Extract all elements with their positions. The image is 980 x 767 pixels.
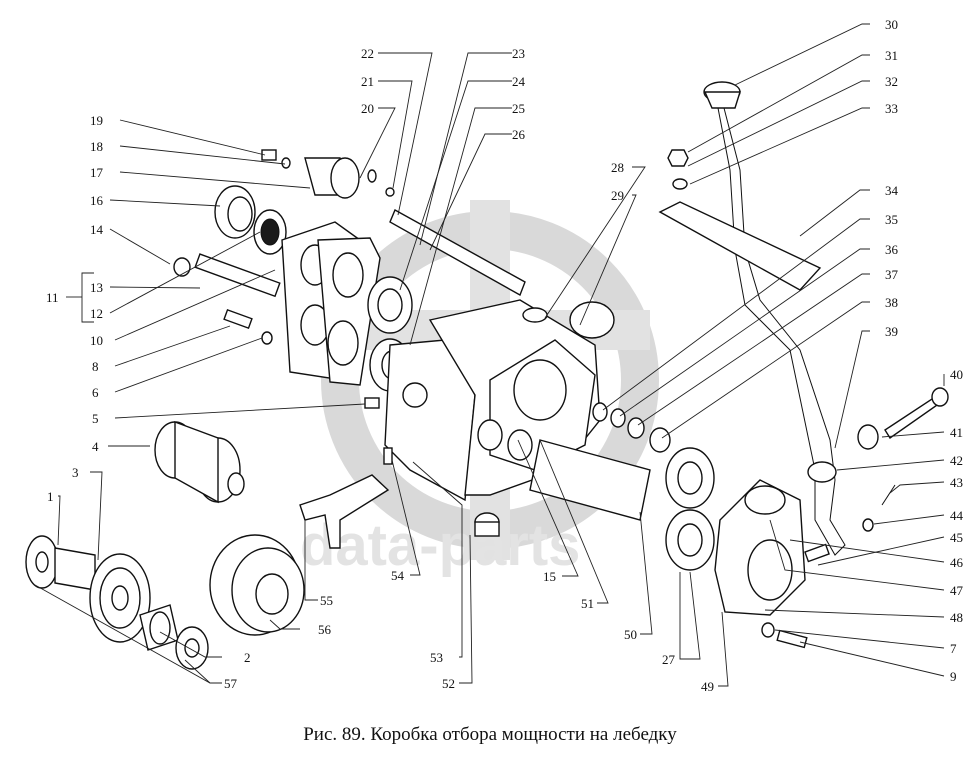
callout-3: 3 [72, 465, 79, 480]
callout-50: 50 [624, 627, 637, 642]
callout-9: 9 [950, 669, 957, 684]
callout-14: 14 [90, 222, 104, 237]
callout-23: 23 [512, 46, 525, 61]
callout-20: 20 [361, 101, 374, 116]
callout-41: 41 [950, 425, 963, 440]
callout-4: 4 [92, 439, 99, 454]
callout-6: 6 [92, 385, 99, 400]
callout-17: 17 [90, 165, 104, 180]
callout-25: 25 [512, 101, 525, 116]
callout-27: 27 [662, 652, 676, 667]
callout-26: 26 [512, 127, 526, 142]
callout-44: 44 [950, 508, 964, 523]
callout-labels: 1 2 3 4 5 6 7 8 9 10 11 12 13 14 15 16 1… [46, 17, 964, 694]
callout-13: 13 [90, 280, 103, 295]
callout-34: 34 [885, 183, 899, 198]
callout-18: 18 [90, 139, 103, 154]
callout-5: 5 [92, 411, 99, 426]
figure-caption: Рис. 89. Коробка отбора мощности на лебе… [303, 724, 677, 745]
parts [25, 81, 949, 670]
leader-lines [34, 23, 945, 687]
callout-52: 52 [442, 676, 455, 691]
callout-45: 45 [950, 530, 963, 545]
callout-2: 2 [244, 650, 251, 665]
callout-19: 19 [90, 113, 103, 128]
callout-30: 30 [885, 17, 898, 32]
callout-49: 49 [701, 679, 714, 694]
callout-7: 7 [950, 641, 957, 656]
callout-35: 35 [885, 212, 898, 227]
callout-29: 29 [611, 188, 624, 203]
callout-16: 16 [90, 193, 104, 208]
callout-8: 8 [92, 359, 99, 374]
callout-22: 22 [361, 46, 374, 61]
callout-51: 51 [581, 596, 594, 611]
callout-24: 24 [512, 74, 526, 89]
callout-11: 11 [46, 290, 59, 305]
callout-43: 43 [950, 475, 963, 490]
callout-55: 55 [320, 593, 333, 608]
callout-28: 28 [611, 160, 624, 175]
callout-12: 12 [90, 306, 103, 321]
callout-42: 42 [950, 453, 963, 468]
callout-31: 31 [885, 48, 898, 63]
callout-46: 46 [950, 555, 964, 570]
callout-47: 47 [950, 583, 964, 598]
callout-32: 32 [885, 74, 898, 89]
callout-57: 57 [224, 676, 238, 691]
callout-37: 37 [885, 267, 899, 282]
callout-15: 15 [543, 569, 556, 584]
callout-1: 1 [47, 489, 54, 504]
watermark-text: data-parts [300, 513, 580, 578]
callout-33: 33 [885, 101, 898, 116]
callout-40: 40 [950, 367, 963, 382]
callout-21: 21 [361, 74, 374, 89]
callout-39: 39 [885, 324, 898, 339]
callout-54: 54 [391, 568, 405, 583]
callout-38: 38 [885, 295, 898, 310]
callout-56: 56 [318, 622, 332, 637]
callout-53: 53 [430, 650, 443, 665]
callout-10: 10 [90, 333, 103, 348]
callout-36: 36 [885, 242, 899, 257]
callout-48: 48 [950, 610, 963, 625]
